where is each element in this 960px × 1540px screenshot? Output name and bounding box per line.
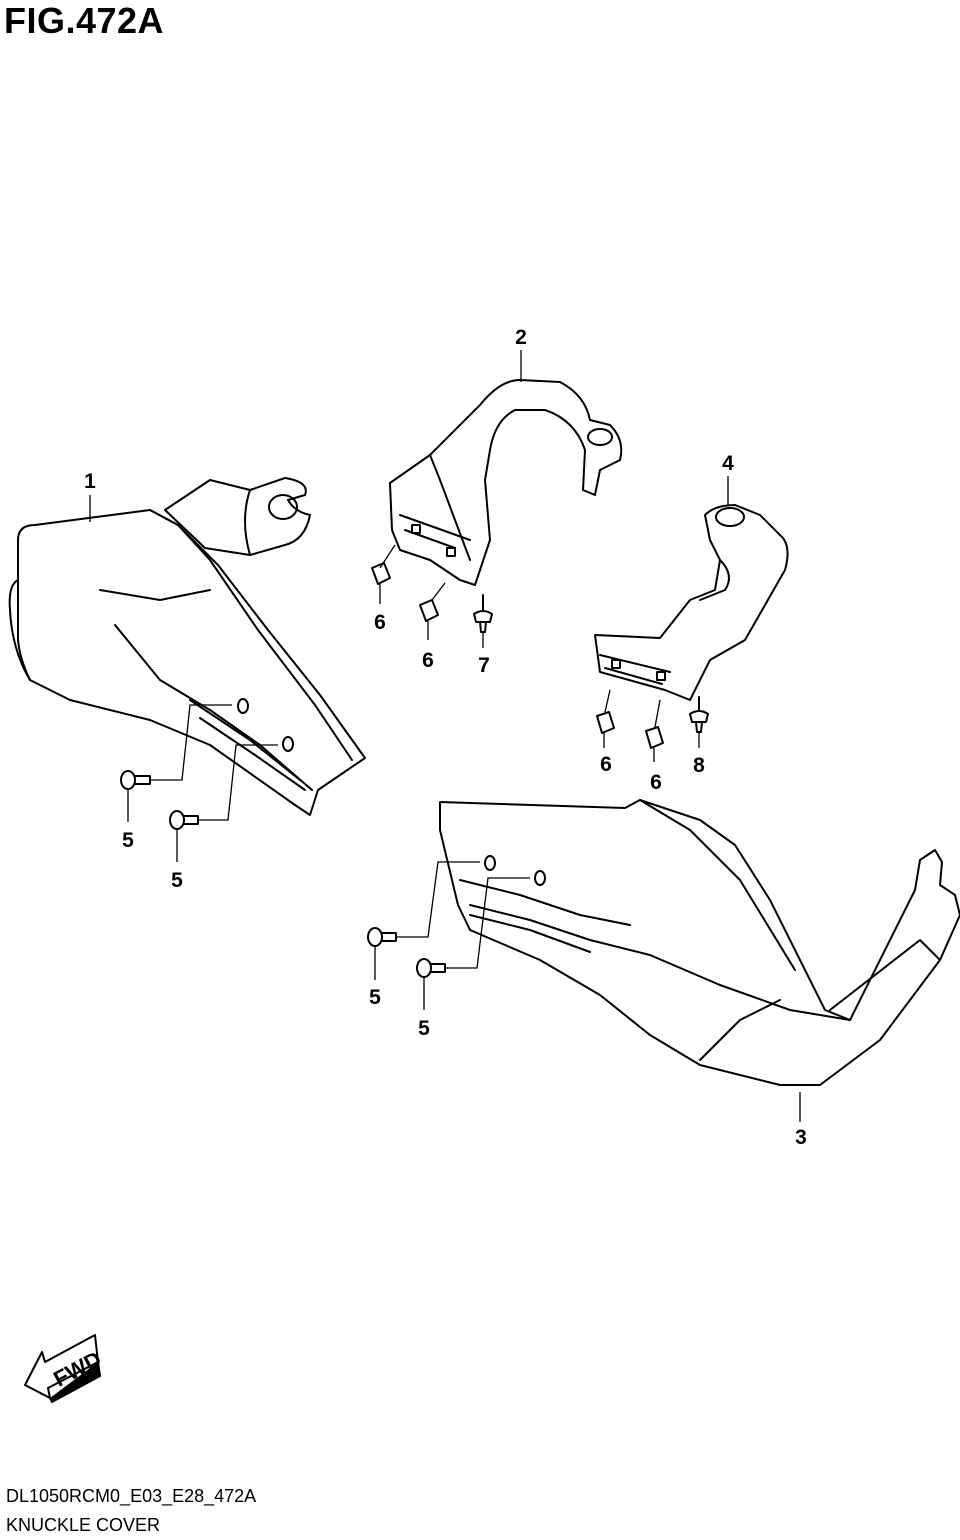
part-2-upper-bracket[interactable] xyxy=(389,379,623,586)
callout-8: 8 xyxy=(693,754,705,777)
part-6-nut-d[interactable] xyxy=(645,726,664,749)
figure-name: KNUCKLE COVER xyxy=(6,1515,161,1535)
callout-5d: 5 xyxy=(418,1017,430,1040)
part-5-screw-b[interactable] xyxy=(169,810,199,830)
figure-title: FIG.472A xyxy=(4,0,165,41)
callout-5c: 5 xyxy=(369,986,381,1009)
figure-code: DL1050RCM0_E03_E28_472A xyxy=(6,1486,257,1506)
callout-6a: 6 xyxy=(374,611,386,634)
part-4-right-bracket[interactable] xyxy=(594,504,789,701)
part-3-right-knuckle-cover[interactable] xyxy=(439,799,960,1086)
callout-5a: 5 xyxy=(122,829,134,852)
part-5-screw-c[interactable] xyxy=(367,927,397,947)
part-8-bolt[interactable] xyxy=(689,696,709,733)
callout-1: 1 xyxy=(84,470,96,493)
part-5-screw-a[interactable] xyxy=(120,770,151,790)
callout-4: 4 xyxy=(722,452,734,475)
callout-6b: 6 xyxy=(422,649,434,672)
callout-6d: 6 xyxy=(650,771,662,794)
part-6-nut-c[interactable] xyxy=(596,711,615,734)
callout-5b: 5 xyxy=(171,869,183,892)
callout-3: 3 xyxy=(795,1126,807,1149)
fwd-arrow-icon: FWD xyxy=(24,1334,105,1403)
part-1-left-knuckle-cover[interactable] xyxy=(8,477,366,816)
part-5-screw-d[interactable] xyxy=(416,958,446,978)
callout-7: 7 xyxy=(478,654,490,677)
callout-2: 2 xyxy=(515,326,527,349)
part-6-nut-a[interactable] xyxy=(371,562,391,585)
callout-6c: 6 xyxy=(600,753,612,776)
part-6-nut-b[interactable] xyxy=(419,599,439,622)
part-7-bolt[interactable] xyxy=(473,594,493,633)
leader-lines xyxy=(89,350,801,1122)
